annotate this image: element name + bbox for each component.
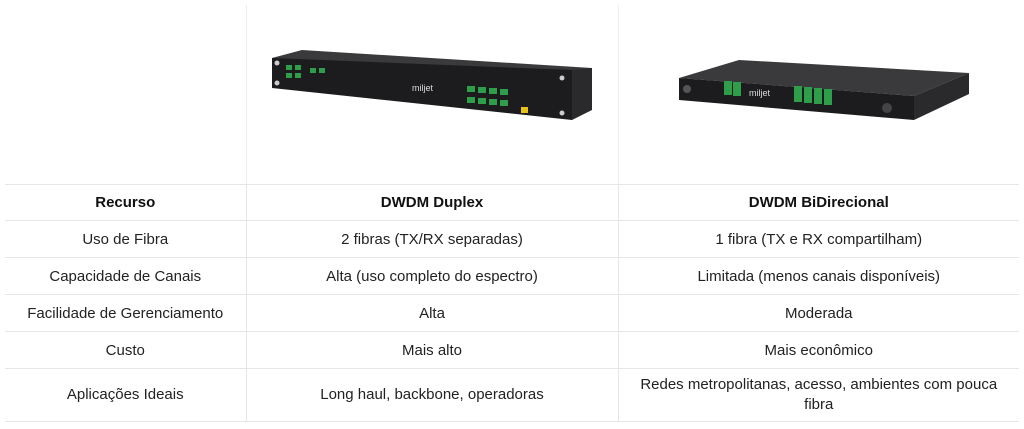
duplex-value: Alta (uso completo do espectro) xyxy=(245,257,619,295)
rack-mux-device-icon: miljet xyxy=(272,49,592,120)
product-image-bidirecional: miljet xyxy=(618,5,1019,185)
table-row: Uso de Fibra 2 fibras (TX/RX separadas) … xyxy=(5,220,1019,258)
header-duplex: DWDM Duplex xyxy=(245,184,619,221)
miljet-logo: miljet xyxy=(749,88,771,98)
row-label: Uso de Fibra xyxy=(5,220,247,258)
image-row: miljet miljet xyxy=(5,5,1019,185)
row-label: Aplicações Ideais xyxy=(5,368,247,422)
row-label: Capacidade de Canais xyxy=(5,257,247,295)
bidirecional-value: Redes metropolitanas, acesso, ambientes … xyxy=(617,368,1019,422)
table-row: Aplicações Ideais Long haul, backbone, o… xyxy=(5,368,1019,422)
duplex-value: Alta xyxy=(245,294,619,332)
bidirecional-value: 1 fibra (TX e RX compartilham) xyxy=(617,220,1019,258)
row-label: Facilidade de Gerenciamento xyxy=(5,294,247,332)
header-bidirecional: DWDM BiDirecional xyxy=(617,184,1019,221)
bidirecional-value: Limitada (menos canais disponíveis) xyxy=(617,257,1019,295)
empty-cell xyxy=(5,5,247,185)
miljet-logo: miljet xyxy=(412,83,434,93)
product-image-duplex: miljet xyxy=(246,5,619,185)
bidirecional-value: Moderada xyxy=(617,294,1019,332)
header-row: Recurso DWDM Duplex DWDM BiDirecional xyxy=(5,184,1019,221)
header-recurso: Recurso xyxy=(5,184,247,221)
row-label: Custo xyxy=(5,331,247,369)
bidirecional-value: Mais econômico xyxy=(617,331,1019,369)
compact-mux-device-icon: miljet xyxy=(678,59,969,120)
duplex-value: Long haul, backbone, operadoras xyxy=(245,368,619,422)
comparison-table: miljet miljet Recurso DWDM Duplex DWDM B… xyxy=(5,5,1019,422)
table-row: Custo Mais alto Mais econômico xyxy=(5,331,1019,369)
table-row: Facilidade de Gerenciamento Alta Moderad… xyxy=(5,294,1019,332)
duplex-value: 2 fibras (TX/RX separadas) xyxy=(245,220,619,258)
table-row: Capacidade de Canais Alta (uso completo … xyxy=(5,257,1019,295)
duplex-value: Mais alto xyxy=(245,331,619,369)
